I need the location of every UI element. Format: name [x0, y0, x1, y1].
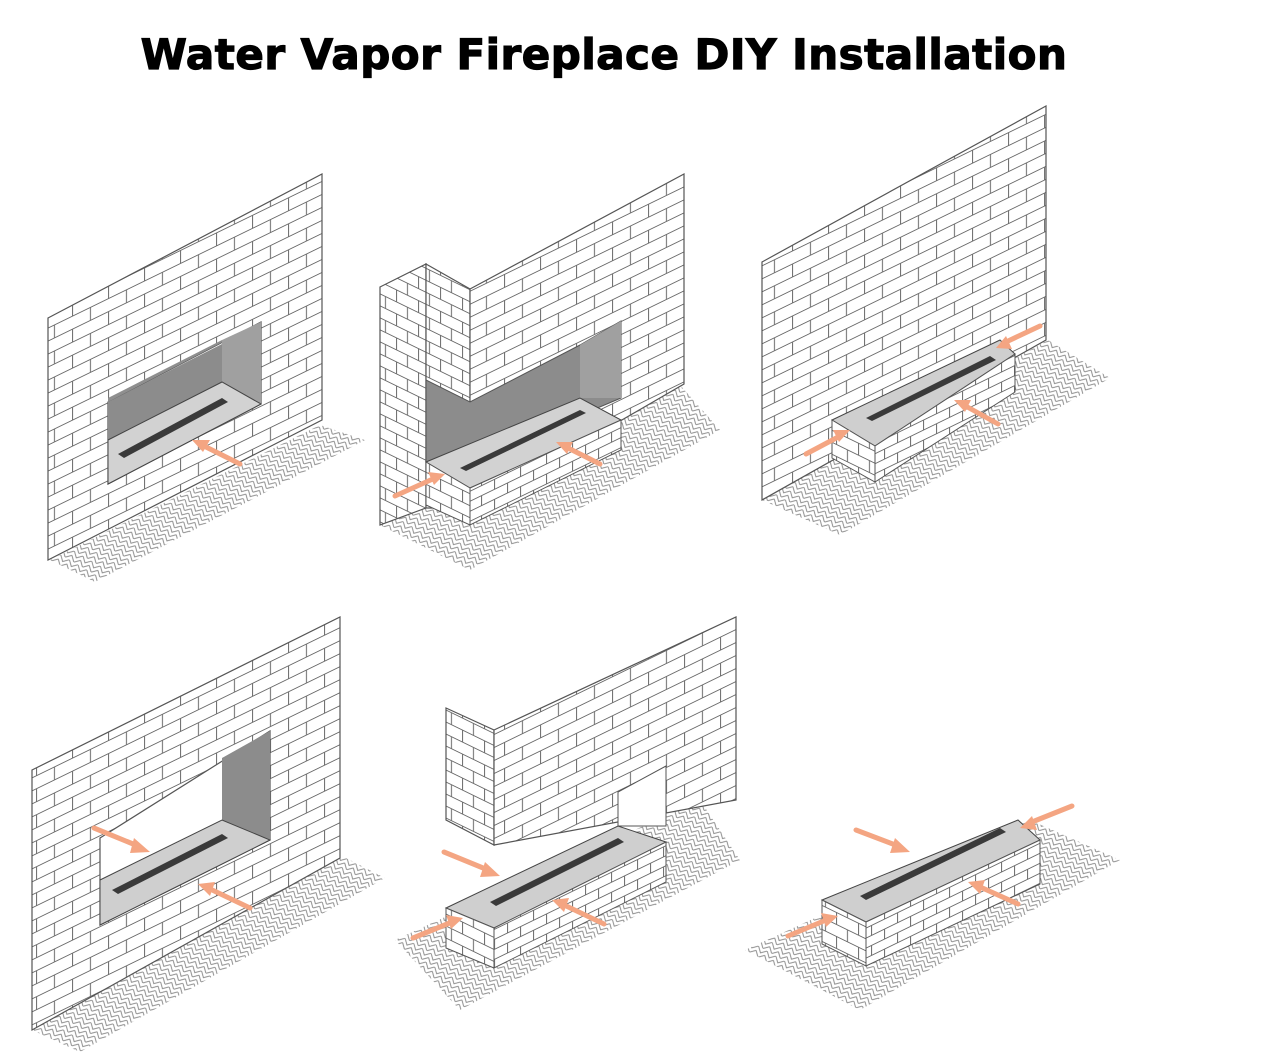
- installation-arrow-head: [1020, 816, 1037, 830]
- installation-arrow: [559, 901, 607, 927]
- installation-arrow: [561, 443, 603, 467]
- installation-arrow: [410, 919, 455, 941]
- burner-slot: [490, 838, 624, 906]
- burner-slot: [860, 828, 1006, 900]
- installation-arrow-head: [446, 915, 463, 929]
- installation-arrow-head: [890, 838, 910, 853]
- installation-arrow: [785, 917, 829, 939]
- page-title: Water Vapor Fireplace DIY Installation: [140, 29, 1068, 79]
- installation-arrow-head: [833, 430, 850, 442]
- wall-opening: [617, 765, 667, 827]
- burner-slot: [118, 398, 228, 458]
- installation-arrow-head: [968, 880, 985, 894]
- brick-wall-main: [493, 616, 737, 846]
- box-front-long: [865, 839, 1041, 967]
- installation-arrow: [803, 433, 843, 457]
- burner-slot: [112, 834, 228, 894]
- diagram-corner-wall-with-plinth: [379, 172, 720, 570]
- installation-arrow: [197, 441, 243, 467]
- burner-slot: [866, 356, 996, 421]
- installation-arrow-head: [130, 838, 150, 853]
- installation-arrow-head: [821, 913, 838, 927]
- installation-arrow: [975, 883, 1021, 907]
- floor-area: [50, 425, 365, 582]
- floor-area: [32, 855, 385, 1052]
- opening-side: [222, 731, 270, 840]
- diagram-freestanding-island-box: [745, 803, 1120, 1010]
- plinth-front-long: [493, 841, 667, 969]
- diagram-freestanding-box-against-wall: [761, 104, 1110, 535]
- installation-arrow: [853, 827, 901, 849]
- diagram-peninsula-corner-with-plinth: [395, 616, 740, 1010]
- installation-arrow-head: [198, 882, 215, 896]
- installation-arrow-head: [954, 400, 971, 412]
- installation-arrow: [392, 475, 438, 499]
- installation-arrow-head: [428, 472, 445, 485]
- installation-arrow: [91, 825, 141, 849]
- burner-slot: [460, 410, 586, 471]
- burner-tray: [99, 819, 272, 926]
- cavity-back-fill: [108, 344, 222, 440]
- installation-arrow: [1003, 323, 1043, 345]
- installation-arrow-head: [552, 898, 569, 912]
- installation-arrow: [959, 401, 1001, 427]
- installation-arrow: [441, 849, 491, 873]
- brick-wall: [761, 104, 1047, 502]
- installation-arrow-head: [192, 440, 210, 452]
- installation-arrow-head: [556, 442, 573, 454]
- installation-arrow: [1029, 803, 1075, 825]
- diagram-recessed-in-wall: [47, 173, 365, 582]
- burner-tray: [107, 381, 263, 485]
- cavity-side: [580, 321, 621, 398]
- cavity-side: [222, 322, 261, 404]
- installation-arrow: [205, 885, 253, 911]
- installation-arrow-head: [480, 862, 500, 877]
- diagram-see-through-wall-opening: [31, 616, 385, 1052]
- box-front-long: [874, 353, 1016, 483]
- brick-wall-side: [445, 707, 495, 846]
- installation-arrow-head: [996, 336, 1012, 349]
